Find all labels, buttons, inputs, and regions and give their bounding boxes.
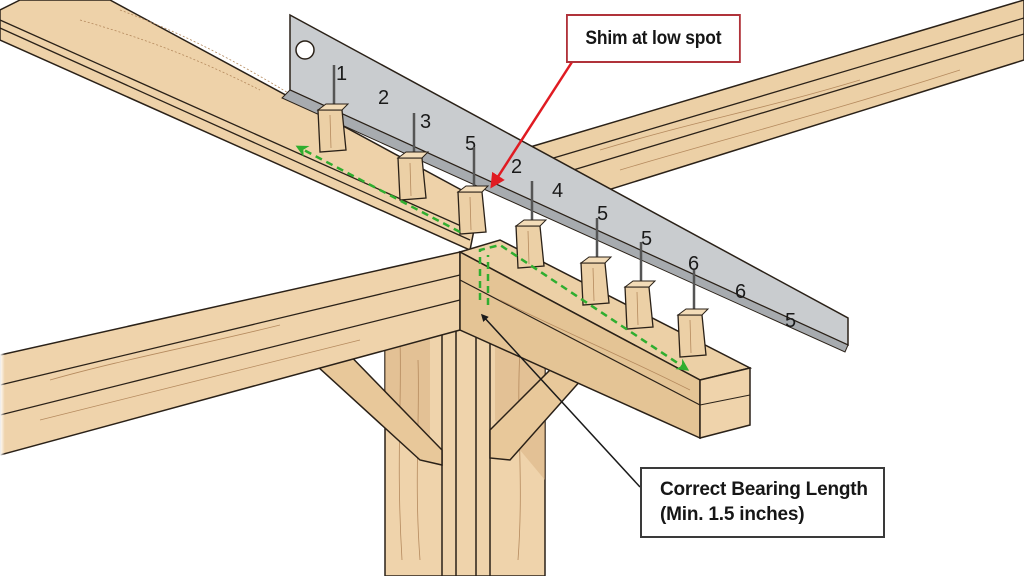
shim — [396, 113, 430, 201]
shim — [316, 65, 350, 153]
gauge-reading: 5 — [465, 133, 476, 155]
gauge-reading: 1 — [336, 63, 347, 85]
gauge-reading: 4 — [552, 180, 563, 202]
shim — [623, 242, 657, 330]
hang-hole-icon — [295, 40, 315, 60]
gauge-reading: 3 — [420, 111, 431, 133]
knee-brace-right — [489, 359, 592, 461]
gauge-reading: 5 — [785, 310, 796, 332]
gauge-reading: 5 — [597, 203, 608, 225]
gauge-reading: 2 — [378, 87, 389, 109]
gauge-reading: 6 — [735, 281, 746, 303]
gauge-readings: 1 2 3 5 2 4 5 5 6 6 5 — [336, 63, 796, 332]
shim — [579, 218, 613, 306]
bearing-callout-line1: Correct Bearing Length — [660, 479, 868, 500]
gauge-reading: 6 — [688, 253, 699, 275]
beam-upper-right — [518, 0, 1024, 206]
shim — [514, 181, 548, 269]
beam-main-right — [458, 239, 753, 440]
gauge-reading: 2 — [511, 156, 522, 178]
gauge-reading: 5 — [641, 228, 652, 250]
bearing-length-path — [295, 145, 690, 371]
beam-lower-left — [0, 251, 461, 470]
shim-callout-text: Shim at low spot — [585, 27, 722, 49]
shim-callout: Shim at low spot — [566, 14, 741, 63]
shims — [316, 65, 710, 358]
shim-pointer-arrow — [490, 61, 574, 189]
bearing-length-callout: Correct Bearing Length (Min. 1.5 inches) — [640, 467, 885, 538]
shim — [456, 147, 490, 235]
shim — [676, 270, 710, 358]
bearing-pointer-arrow — [480, 313, 641, 488]
bearing-callout-line2: (Min. 1.5 inches) — [660, 504, 805, 525]
